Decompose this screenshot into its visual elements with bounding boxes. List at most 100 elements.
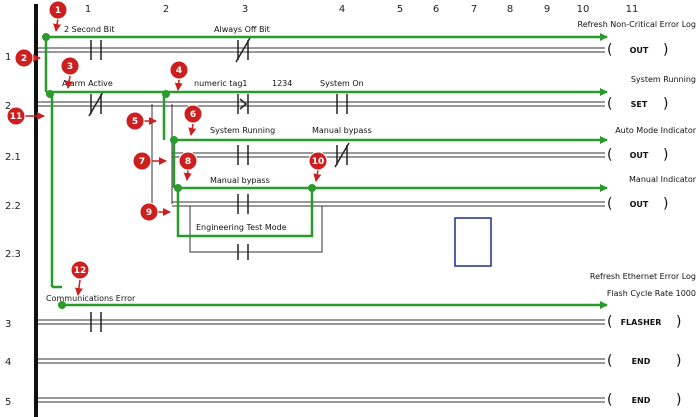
contact-label: Alarm Active xyxy=(62,79,113,88)
coils: ( OUT ) ( SET ) ( OUT ) ( OUT ) ( FLASHE… xyxy=(607,42,681,408)
column-number: 5 xyxy=(397,4,403,15)
row-numbers: 1 2 2.1 2.2 2.3 3 4 5 xyxy=(5,52,21,408)
svg-text:): ) xyxy=(663,147,668,163)
column-number: 3 xyxy=(242,4,248,15)
contacts xyxy=(90,40,348,332)
callout-marker: 7 xyxy=(132,151,152,171)
svg-text:(: ( xyxy=(607,392,612,408)
contact-label: numeric tag1 xyxy=(194,79,248,88)
svg-text:9: 9 xyxy=(146,208,152,218)
coil-labels: Refresh Non-Critical Error Log System Ru… xyxy=(578,20,697,298)
contact-labels: 2 Second Bit Always Off Bit Alarm Active… xyxy=(46,25,372,303)
svg-text:): ) xyxy=(676,392,681,408)
svg-text:(: ( xyxy=(607,96,612,112)
coil: ( OUT ) xyxy=(607,147,668,163)
left-power-rail xyxy=(34,4,38,417)
callout-marker: 5 xyxy=(125,111,145,131)
coil-label: Flash Cycle Rate 1000 xyxy=(607,289,696,298)
svg-text:OUT: OUT xyxy=(630,151,649,160)
svg-text:(: ( xyxy=(607,314,612,330)
callout-marker: 4 xyxy=(169,60,189,80)
svg-text:): ) xyxy=(676,353,681,369)
svg-text:7: 7 xyxy=(139,157,145,167)
column-number: 8 xyxy=(507,4,513,15)
callout-marker: 2 xyxy=(14,48,34,68)
coil: ( SET ) xyxy=(607,96,668,112)
callout-arrows xyxy=(25,17,322,296)
svg-text:END: END xyxy=(632,357,651,366)
callout-marker: 1 xyxy=(48,0,68,20)
coil-label: Refresh Ethernet Error Log xyxy=(590,272,696,281)
callout-marker: 6 xyxy=(183,104,203,124)
contact-label: Manual bypass xyxy=(312,126,372,135)
coil: ( END ) xyxy=(607,353,681,369)
row-number: 2.2 xyxy=(5,201,21,212)
row-number: 2.3 xyxy=(5,249,21,260)
svg-text:12: 12 xyxy=(74,266,87,276)
coil-label: Refresh Non-Critical Error Log xyxy=(578,20,696,29)
contact-label: Communications Error xyxy=(46,294,136,303)
callout-marker: 11 xyxy=(6,106,26,126)
svg-text:OUT: OUT xyxy=(630,46,649,55)
column-number: 11 xyxy=(626,4,639,15)
column-number: 9 xyxy=(544,4,550,15)
svg-text:1: 1 xyxy=(55,6,61,16)
callout-marker: 12 xyxy=(70,260,90,280)
contact-label: Manual bypass xyxy=(210,176,270,185)
rung-wires xyxy=(38,47,605,403)
column-number: 10 xyxy=(577,4,590,15)
column-number: 1 xyxy=(85,4,91,15)
coil-label: Auto Mode Indicator xyxy=(615,126,697,135)
svg-text:): ) xyxy=(676,314,681,330)
callout-marker: 3 xyxy=(60,56,80,76)
coil: ( OUT ) xyxy=(607,196,668,212)
svg-text:END: END xyxy=(632,396,651,405)
contact-label: System On xyxy=(320,79,364,88)
coil: ( FLASHER ) xyxy=(607,314,681,330)
svg-text:4: 4 xyxy=(176,66,182,76)
svg-text:): ) xyxy=(663,96,668,112)
column-header: 1 2 3 4 5 6 7 8 9 10 11 xyxy=(85,4,639,15)
column-number: 4 xyxy=(339,4,345,15)
column-number: 2 xyxy=(163,4,169,15)
svg-text:(: ( xyxy=(607,196,612,212)
row-number: 3 xyxy=(5,319,11,330)
svg-text:SET: SET xyxy=(631,100,648,109)
contact-label: 2 Second Bit xyxy=(64,25,114,34)
svg-text:2: 2 xyxy=(21,54,27,64)
column-number: 7 xyxy=(471,4,477,15)
svg-text:6: 6 xyxy=(190,110,196,120)
coil-label: System Running xyxy=(631,75,696,84)
contact-label: Engineering Test Mode xyxy=(196,223,287,232)
row-number: 2 xyxy=(5,101,11,112)
svg-text:(: ( xyxy=(607,42,612,58)
coil: ( OUT ) xyxy=(607,42,668,58)
row-number: 5 xyxy=(5,397,11,408)
row-number: 1 xyxy=(5,52,11,63)
coil: ( END ) xyxy=(607,392,681,408)
svg-text:FLASHER: FLASHER xyxy=(621,318,662,327)
callout-marker: 8 xyxy=(178,151,198,171)
svg-text:OUT: OUT xyxy=(630,200,649,209)
callout-marker: 10 xyxy=(308,151,328,171)
row-number: 2.1 xyxy=(5,152,21,163)
svg-text:): ) xyxy=(663,196,668,212)
callouts: 1 2 3 4 5 6 7 8 9 10 11 12 xyxy=(6,0,328,280)
svg-text:5: 5 xyxy=(132,117,138,127)
svg-text:8: 8 xyxy=(185,157,191,167)
contact-label: 1234 xyxy=(272,79,292,88)
row-number: 4 xyxy=(5,357,11,368)
empty-box xyxy=(454,217,492,267)
contact-label: System Running xyxy=(210,126,275,135)
contact-label: Always Off Bit xyxy=(214,25,270,34)
svg-text:11: 11 xyxy=(10,112,23,122)
svg-text:3: 3 xyxy=(67,62,73,72)
column-number: 6 xyxy=(433,4,439,15)
svg-text:(: ( xyxy=(607,147,612,163)
svg-text:(: ( xyxy=(607,353,612,369)
callout-marker: 9 xyxy=(139,202,159,222)
power-flow-paths xyxy=(44,33,608,309)
coil-label: Manual Indicator xyxy=(629,175,697,184)
svg-text:): ) xyxy=(663,42,668,58)
